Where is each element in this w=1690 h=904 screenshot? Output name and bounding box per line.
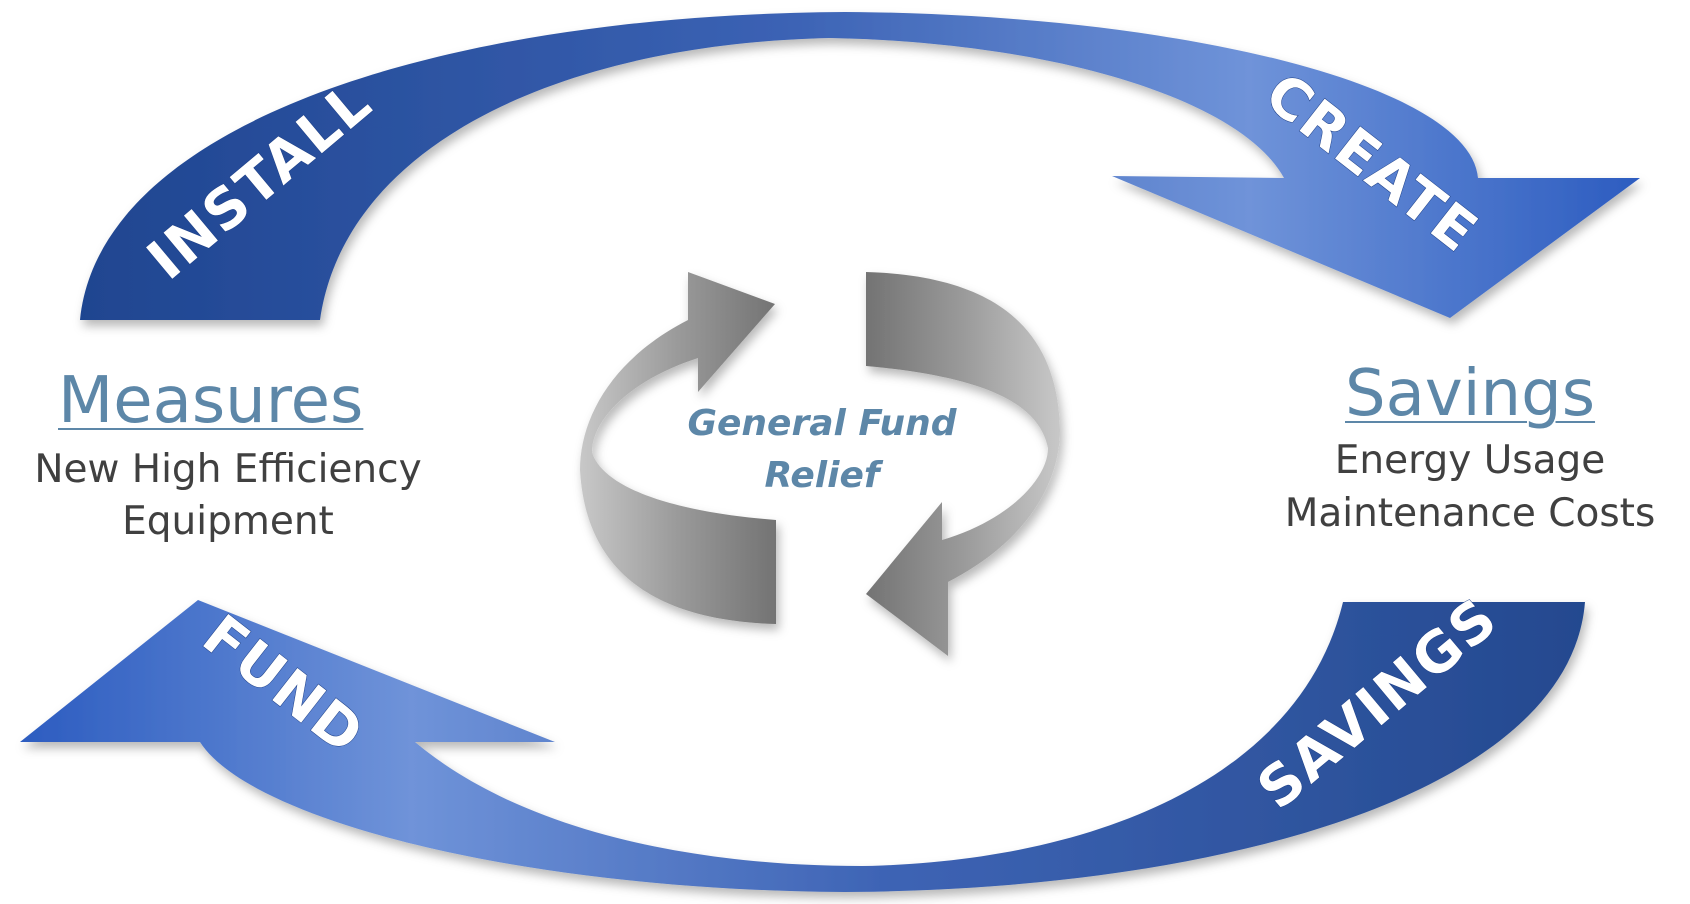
savings-title: Savings xyxy=(1345,357,1596,431)
center-label-line-2: Relief xyxy=(764,455,880,496)
center-label-line-1: General Fund xyxy=(687,403,957,444)
gray-arrow-left xyxy=(580,272,776,624)
measures-line-2: Equipment xyxy=(122,499,334,544)
general-fund-relief-label: General Fund Relief xyxy=(662,398,982,502)
bottom-cycle-arrow xyxy=(20,600,1585,892)
top-cycle-arrow xyxy=(80,12,1640,320)
measures-title: Measures xyxy=(58,364,364,438)
gray-arrow-right xyxy=(866,272,1060,656)
savings-line-1: Energy Usage xyxy=(1334,438,1606,483)
savings-line-2: Maintenance Costs xyxy=(1284,491,1656,536)
center-cycle-icon xyxy=(580,272,1060,656)
measures-line-1: New High Efficiency xyxy=(34,447,422,492)
